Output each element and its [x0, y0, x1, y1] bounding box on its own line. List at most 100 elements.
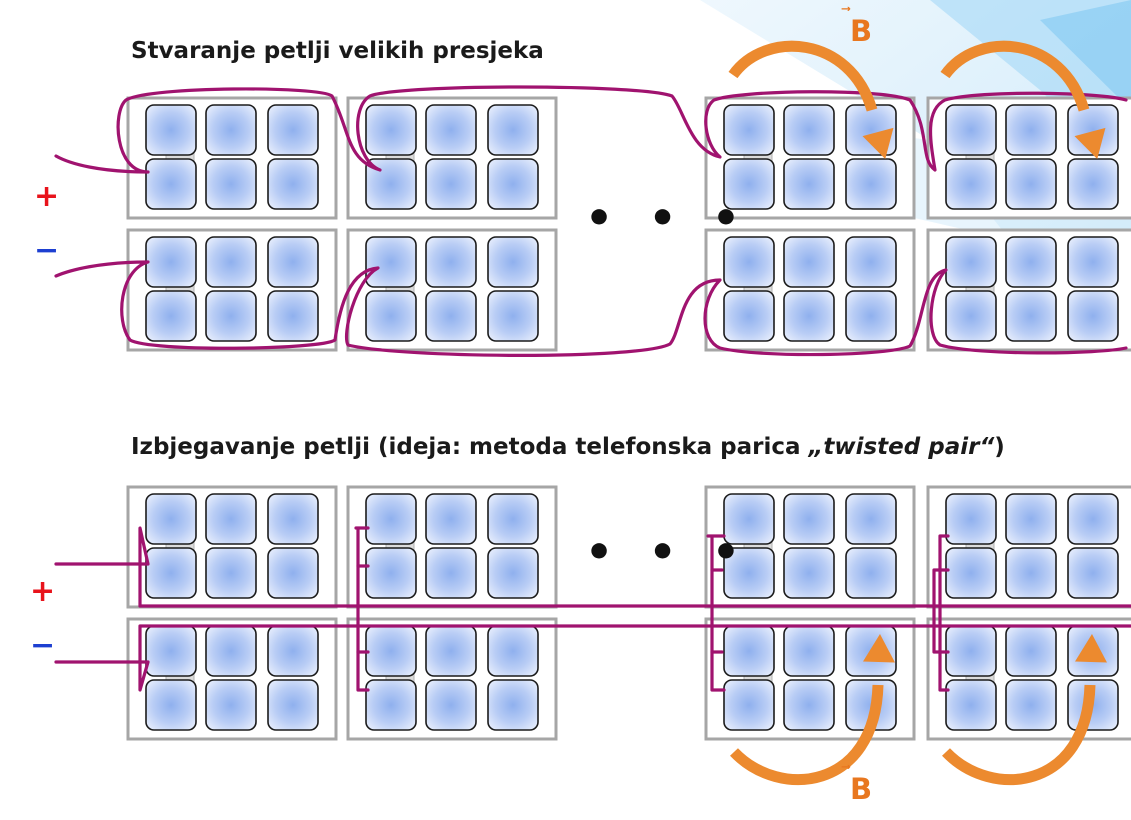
solar-cell	[1067, 236, 1119, 288]
ellipsis-top: • • •	[585, 193, 751, 244]
solar-cell	[487, 679, 539, 731]
wire-negative-twisted	[54, 624, 1131, 692]
solar-cell	[945, 625, 997, 677]
solar-cell	[783, 290, 835, 342]
solar-cell	[145, 290, 197, 342]
solar-cell	[365, 104, 417, 156]
solar-cell	[267, 104, 319, 156]
solar-cell	[845, 158, 897, 210]
solar-cell	[365, 679, 417, 731]
solar-cell	[1005, 104, 1057, 156]
solar-cell	[783, 104, 835, 156]
solar-cell	[1005, 158, 1057, 210]
solar-cell	[1005, 290, 1057, 342]
solar-cell	[205, 236, 257, 288]
solar-cell	[1005, 236, 1057, 288]
title-avoid-loops-suffix: )	[994, 434, 1005, 460]
solar-cell	[205, 625, 257, 677]
solar-cell	[365, 158, 417, 210]
solar-panel	[346, 228, 558, 352]
solar-cell	[145, 104, 197, 156]
title-avoid-loops: Izbjegavanje petlji (ideja: metoda telef…	[131, 434, 1005, 460]
solar-cell	[425, 625, 477, 677]
solar-panel	[126, 228, 338, 352]
solar-cell	[205, 679, 257, 731]
solar-cell	[723, 158, 775, 210]
solar-cell	[1067, 290, 1119, 342]
solar-panel	[704, 96, 916, 220]
twist-link	[932, 568, 950, 654]
solar-cell	[365, 290, 417, 342]
solar-cell	[845, 290, 897, 342]
solar-cell	[783, 547, 835, 599]
solar-cell	[267, 236, 319, 288]
solar-cell	[425, 679, 477, 731]
solar-cell	[267, 547, 319, 599]
solar-cell	[487, 236, 539, 288]
solar-cell	[267, 290, 319, 342]
solar-cell	[1005, 547, 1057, 599]
solar-cell	[267, 493, 319, 545]
solar-cell	[783, 625, 835, 677]
twist-link	[938, 534, 950, 692]
twist-link	[356, 564, 370, 654]
solar-cell	[723, 236, 775, 288]
solar-cell	[205, 547, 257, 599]
solar-panel	[126, 617, 338, 741]
field-arrow-bottom-1	[730, 634, 895, 786]
solar-cell	[783, 236, 835, 288]
solar-cell	[365, 493, 417, 545]
solar-cell	[487, 547, 539, 599]
title-large-loops-text: Stvaranje petlji velikih presjeka	[131, 38, 544, 64]
solar-cell	[145, 547, 197, 599]
solar-cell	[945, 290, 997, 342]
solar-cell	[1067, 104, 1119, 156]
solar-cell	[1005, 679, 1057, 731]
solar-cell	[845, 547, 897, 599]
solar-cell	[267, 679, 319, 731]
arrow-head	[1075, 634, 1107, 663]
solar-cell	[205, 290, 257, 342]
solar-cell	[945, 547, 997, 599]
solar-panel	[704, 228, 916, 352]
twist-link	[354, 526, 370, 692]
title-avoid-loops-emphasis: „twisted pair“	[808, 434, 995, 460]
solar-cell	[425, 290, 477, 342]
solar-panel	[926, 228, 1131, 352]
ellipsis-bottom: • • •	[585, 527, 751, 578]
solar-cell	[723, 104, 775, 156]
arrow-head	[863, 634, 895, 663]
solar-cell	[723, 679, 775, 731]
minus-sign-top: −	[34, 233, 60, 268]
solar-panel	[704, 617, 916, 741]
arrow-head	[862, 127, 894, 160]
solar-cell	[425, 104, 477, 156]
solar-cell	[783, 679, 835, 731]
solar-cell	[487, 104, 539, 156]
solar-cell	[487, 158, 539, 210]
solar-cell	[1005, 625, 1057, 677]
arrow-shaft	[942, 684, 1096, 786]
field-symbol: B	[850, 772, 873, 806]
solar-cell	[205, 104, 257, 156]
solar-cell	[945, 158, 997, 210]
solar-cell	[365, 236, 417, 288]
arrow-shaft	[728, 40, 878, 112]
solar-cell	[723, 625, 775, 677]
solar-panel	[926, 485, 1131, 609]
solar-cell	[145, 493, 197, 545]
wire-positive-loop	[54, 85, 1128, 174]
solar-cell	[1067, 493, 1119, 545]
solar-cell	[783, 493, 835, 545]
solar-cell	[487, 290, 539, 342]
field-arrow-top-2	[940, 40, 1106, 160]
wire-negative-loop	[54, 260, 1128, 357]
title-large-loops: Stvaranje petlji velikih presjeka	[131, 38, 544, 64]
solar-cell	[1067, 547, 1119, 599]
minus-sign-bottom: −	[30, 628, 56, 663]
plus-sign-bottom: +	[30, 574, 56, 609]
plus-sign-top: +	[34, 179, 60, 214]
solar-cell	[365, 547, 417, 599]
twist-link	[710, 568, 724, 654]
